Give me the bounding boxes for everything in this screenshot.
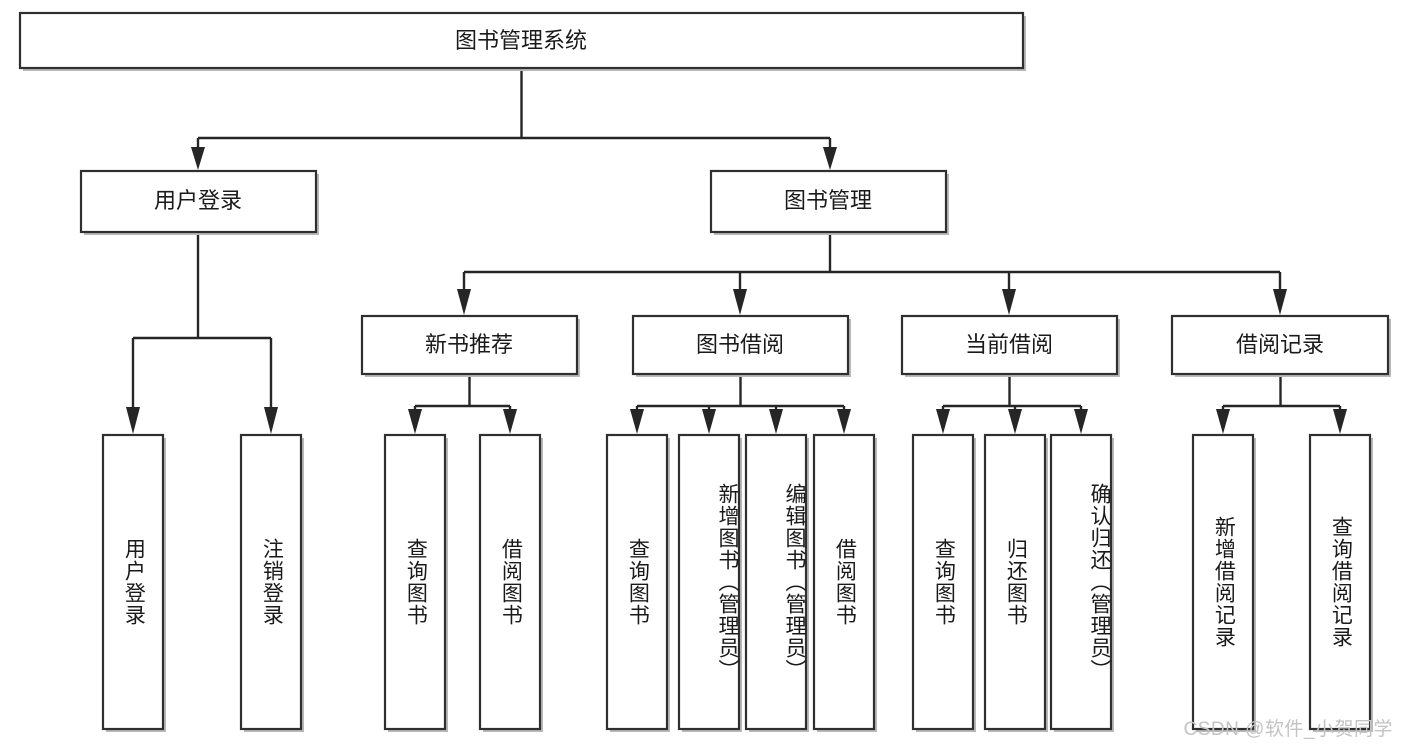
arrow-to-borrow-record <box>1273 289 1287 315</box>
arrow-to-borrow <box>733 289 747 315</box>
leaf-box-add-borrow-record[interactable] <box>1191 433 1255 731</box>
arrow-to-current-borrow <box>1002 289 1016 315</box>
leaf-box-return-book[interactable] <box>983 433 1047 731</box>
leaf-box-user-login[interactable] <box>101 433 165 731</box>
csdn-watermark: CSDN @软件_小贺同学 <box>1183 719 1393 740</box>
arrow-to-newbook <box>457 289 471 315</box>
root-label: 图书管理系统 <box>455 28 587 53</box>
leaf-box-borrow-book-a[interactable] <box>478 433 542 731</box>
leaf-box-add-book[interactable] <box>677 433 741 731</box>
leaf-box-borrow-book-b[interactable] <box>812 433 876 731</box>
level2-label-book-management: 图书管理 <box>784 188 872 213</box>
node-box-user-login[interactable] <box>79 169 318 234</box>
leaf-box-edit-book[interactable] <box>744 433 808 731</box>
arrow-newbook-leaf-2 <box>503 409 517 434</box>
leaf-box-query-book-b[interactable] <box>605 433 669 731</box>
leaf-box-query-borrow-record[interactable] <box>1308 433 1372 731</box>
arrow-borrow-leaf-4 <box>837 409 851 434</box>
arrow-record-leaf-1 <box>1216 409 1230 434</box>
arrow-leaf-logout <box>264 407 278 434</box>
horizontal-label-layer: 图书管理系统 用户登录 图书管理 新书推荐 图书借阅 当前借阅 借阅记录 <box>154 28 1324 357</box>
node-box-current-borrow[interactable] <box>900 314 1119 376</box>
arrow-borrow-leaf-3 <box>769 409 783 434</box>
leaf-box-query-book-c[interactable] <box>911 433 975 731</box>
node-box-book-management[interactable] <box>709 169 948 234</box>
node-box-book-borrow[interactable] <box>631 314 850 376</box>
leaf-box-logout[interactable] <box>239 433 303 731</box>
level3-label-current-borrow: 当前借阅 <box>965 332 1053 357</box>
arrow-record-leaf-2 <box>1333 409 1347 434</box>
leaf-box-query-book-a[interactable] <box>383 433 447 731</box>
level3-label-borrow-record: 借阅记录 <box>1236 332 1324 357</box>
connector-layer <box>126 68 1347 434</box>
arrow-newbook-leaf-1 <box>408 409 422 434</box>
arrow-current-leaf-3 <box>1074 409 1088 434</box>
arrow-current-leaf-2 <box>1008 409 1022 434</box>
leaf-box-confirm-return[interactable] <box>1049 433 1113 731</box>
box-layer <box>18 11 1391 732</box>
level3-label-new-book-recommend: 新书推荐 <box>425 332 513 357</box>
arrow-borrow-leaf-1 <box>630 409 644 434</box>
arrow-leaf-user-login <box>126 407 140 434</box>
node-box-root[interactable] <box>18 11 1025 70</box>
arrow-to-user-login <box>191 147 205 170</box>
level2-label-user-login: 用户登录 <box>154 188 242 213</box>
node-box-borrow-record[interactable] <box>1170 314 1390 376</box>
arrow-to-book-mgmt <box>823 147 837 170</box>
node-box-new-book-recommend[interactable] <box>360 314 579 376</box>
level3-label-book-borrow: 图书借阅 <box>696 332 784 357</box>
arrow-current-leaf-1 <box>936 409 950 434</box>
arrow-borrow-leaf-2 <box>702 409 716 434</box>
